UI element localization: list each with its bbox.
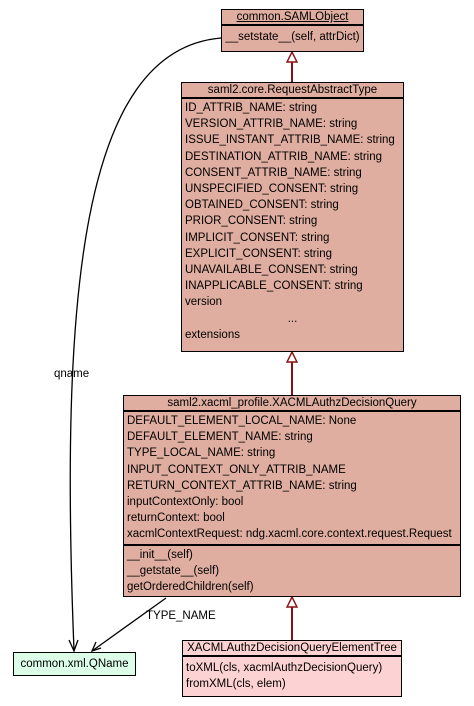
- method-row: __setstate__(self, attrDict): [225, 31, 360, 43]
- qname-arrowhead: [68, 639, 79, 653]
- attribute-row: INAPPLICABLE_CONSENT: string: [185, 280, 363, 293]
- class-xacml-authz-decision-query-element-tree: XACMLAuthzDecisionQueryElementTree toXML…: [182, 640, 402, 697]
- attribute-row: INPUT_CONTEXT_ONLY_ATTRIB_NAME: [127, 463, 346, 476]
- attribute-row: DEFAULT_ELEMENT_LOCAL_NAME: None: [127, 415, 357, 427]
- methods-section: toXML(cls, xacmlAuthzDecisionQuery) from…: [183, 657, 401, 693]
- type-name-association-line: [91, 597, 167, 652]
- inherit-arrow-2: [285, 350, 299, 363]
- attribute-row: RETURN_CONTEXT_ATTRIB_NAME: string: [127, 479, 357, 492]
- attribute-row: DEFAULT_ELEMENT_NAME: string: [127, 431, 313, 444]
- attribute-row: IMPLICIT_CONSENT: string: [185, 231, 330, 244]
- attribute-row: UNSPECIFIED_CONSENT: string: [185, 183, 359, 196]
- inherit-arrow-3: [285, 595, 299, 608]
- attributes-section: DEFAULT_ELEMENT_LOCAL_NAME: None DEFAULT…: [124, 412, 460, 546]
- type-name-edge-label: TYPE_NAME: [146, 610, 216, 622]
- class-title: saml2.xacml_profile.XACMLAuthzDecisionQu…: [124, 396, 460, 412]
- ellipsis-row: ...: [287, 312, 298, 325]
- class-saml-object: common.SAMLObject __setstate__(self, att…: [221, 9, 364, 52]
- method-row: getOrderedChildren(self): [127, 581, 254, 594]
- inherit-arrow-1: [285, 50, 299, 63]
- attribute-row: OBTAINED_CONSENT: string: [185, 199, 339, 212]
- class-title: common.xml.QName: [20, 658, 129, 670]
- attributes-section: ID_ATTRIB_NAME: string VERSION_ATTRIB_NA…: [182, 99, 403, 347]
- attribute-row: inputContextOnly: bool: [127, 496, 244, 509]
- method-row: __getstate__(self): [127, 564, 220, 577]
- attribute-row: VERSION_ATTRIB_NAME: string: [185, 118, 358, 131]
- attribute-row: UNAVAILABLE_CONSENT: string: [185, 264, 358, 277]
- method-row: fromXML(cls, elem): [186, 678, 286, 691]
- qname-association-line: [69, 37, 222, 651]
- attribute-row: extensions: [185, 328, 240, 341]
- attribute-row: PRIOR_CONSENT: string: [185, 215, 318, 228]
- methods-section: __setstate__(self, attrDict): [222, 26, 363, 46]
- attribute-row: ISSUE_INSTANT_ATTRIB_NAME: string: [185, 134, 395, 147]
- attribute-row: version: [185, 296, 223, 309]
- class-title: common.SAMLObject: [222, 10, 363, 26]
- methods-section: __init__(self) __getstate__(self) getOrd…: [124, 546, 460, 597]
- class-title: XACMLAuthzDecisionQueryElementTree: [183, 641, 401, 657]
- class-request-abstract-type: saml2.core.RequestAbstractType ID_ATTRIB…: [181, 82, 404, 352]
- method-row: toXML(cls, xacmlAuthzDecisionQuery): [186, 662, 383, 674]
- class-xacml-authz-decision-query: saml2.xacml_profile.XACMLAuthzDecisionQu…: [123, 395, 461, 597]
- type-name-arrowhead: [90, 641, 102, 653]
- attribute-row: DESTINATION_ATTRIB_NAME: string: [185, 150, 383, 163]
- qname-edge-label: qname: [54, 368, 90, 380]
- attribute-row: returnContext: bool: [127, 512, 225, 525]
- attribute-row: EXPLICIT_CONSENT: string: [185, 247, 332, 260]
- attribute-row: TYPE_LOCAL_NAME: string: [127, 447, 276, 460]
- attribute-row: ID_ATTRIB_NAME: string: [185, 102, 318, 114]
- class-title: saml2.core.RequestAbstractType: [182, 83, 403, 99]
- attribute-row: CONSENT_ATTRIB_NAME: string: [185, 166, 362, 179]
- class-common-xml-qname: common.xml.QName: [13, 652, 136, 676]
- attribute-row: xacmlContextRequest: ndg.xacml.core.cont…: [127, 528, 452, 541]
- method-row: __init__(self): [127, 548, 193, 561]
